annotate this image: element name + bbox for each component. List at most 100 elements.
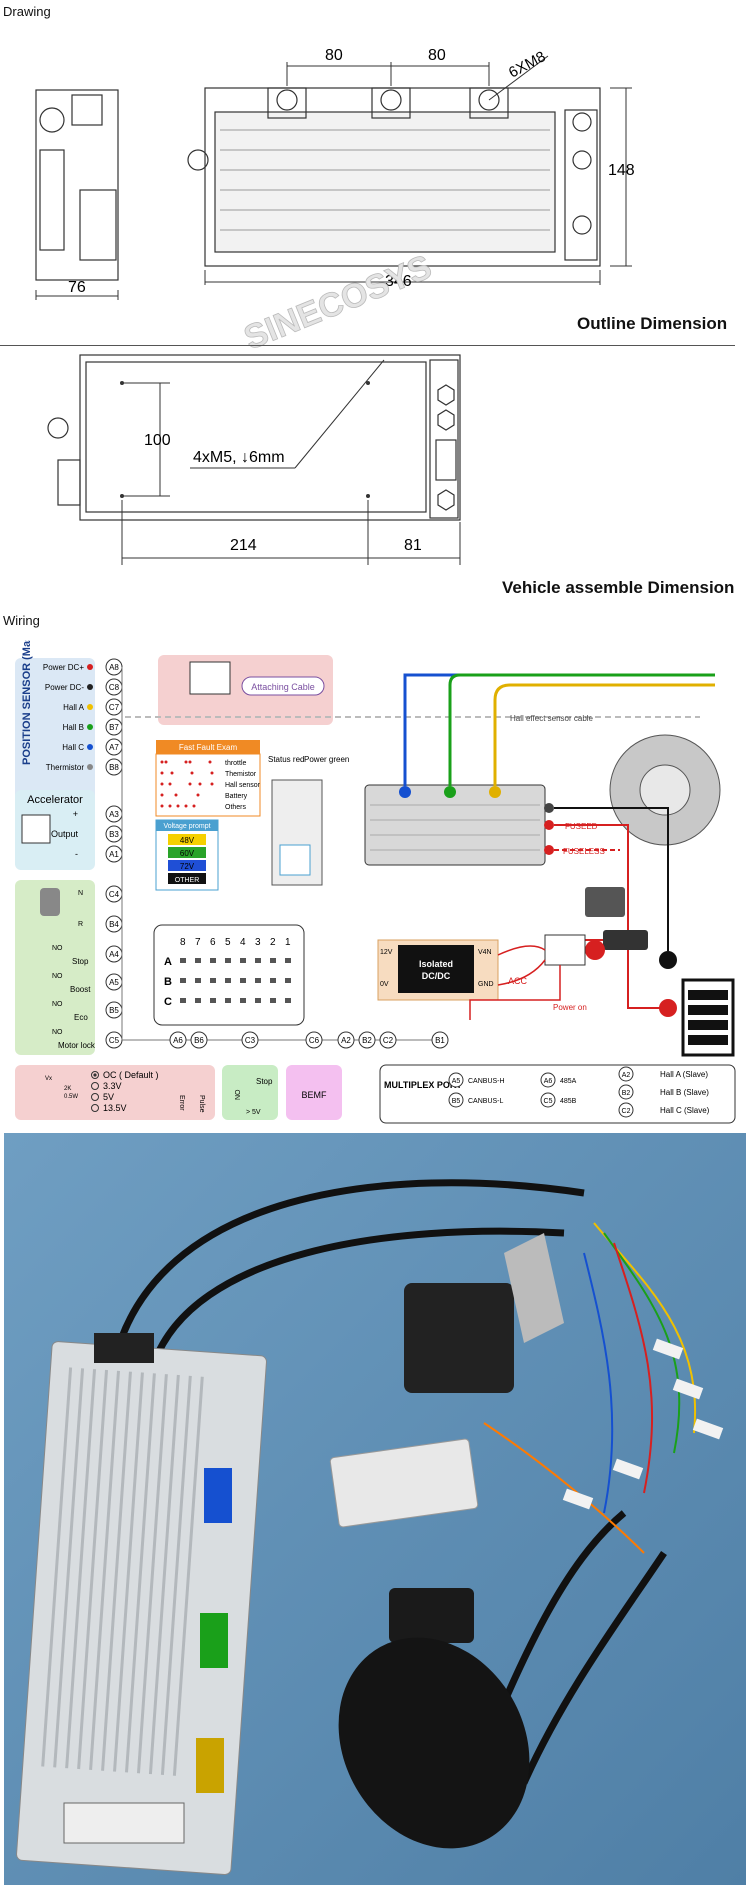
dim-side-width: 76 xyxy=(68,279,86,296)
pin-label: Output xyxy=(51,829,79,839)
connector-col: 2 xyxy=(270,937,276,948)
pin-circle xyxy=(190,1031,208,1049)
pin-code: A8 xyxy=(109,663,119,672)
pin-circle xyxy=(618,1066,634,1082)
voltage-title-bar xyxy=(156,820,218,831)
photo-controller xyxy=(16,1333,267,1875)
voltage-72 xyxy=(168,860,206,871)
voltage-title: Voltage prompt xyxy=(163,823,210,830)
connector-cols: 8 7 6 5 4 3 2 1 xyxy=(180,937,291,948)
switch-sub: NO xyxy=(52,973,63,980)
mux-label: Hall A (Slave) xyxy=(660,1070,708,1079)
pin-code: B4 xyxy=(109,920,119,929)
switch-sub: R xyxy=(78,921,83,928)
pin-code: C3 xyxy=(245,1036,256,1045)
pin-code: C6 xyxy=(309,1036,320,1045)
pin-code: B2 xyxy=(362,1036,372,1045)
side-view xyxy=(35,89,119,281)
pin-code: A7 xyxy=(109,743,119,752)
signal-option: 13.5V xyxy=(103,1103,127,1113)
pin-label: Hall A xyxy=(63,703,85,712)
photo-motor-encoder xyxy=(404,1283,514,1393)
pin-circle xyxy=(358,1031,376,1049)
terminal-u xyxy=(399,786,411,798)
power-label: Power green xyxy=(304,755,349,764)
connector-col: 7 xyxy=(195,937,201,948)
pin-label: + xyxy=(73,809,78,819)
wire-yellow xyxy=(493,683,715,786)
power-on-label: Power on xyxy=(553,1003,587,1012)
connector-col: 5 xyxy=(225,937,231,948)
wire-green xyxy=(448,673,715,786)
pin-code: A4 xyxy=(109,950,119,959)
dcdc-line2: DC/DC xyxy=(422,971,451,981)
pin-row: Hall B B7 xyxy=(63,718,123,736)
pin-color-dot xyxy=(87,764,93,770)
battery-pos xyxy=(659,999,677,1017)
dim-214: 214 xyxy=(230,537,257,554)
computer-icon xyxy=(189,661,231,695)
dim-80b: 80 xyxy=(428,47,446,64)
option-radio[interactable] xyxy=(91,1104,99,1112)
pin-code: B5 xyxy=(109,1006,119,1015)
fault-item: Hall sensor xyxy=(225,782,261,789)
pin-circle xyxy=(241,1031,259,1049)
switch-group-box xyxy=(15,880,95,1055)
photo-pedal xyxy=(504,1233,564,1343)
pin-code: B1 xyxy=(435,1036,445,1045)
pin-circle xyxy=(305,1031,323,1049)
pin-code: C5 xyxy=(109,1036,120,1045)
connector-row: A xyxy=(164,956,172,968)
option-radio[interactable] xyxy=(91,1093,99,1101)
pin-code: A6 xyxy=(173,1036,183,1045)
option-radio[interactable] xyxy=(91,1071,99,1079)
accelerator-icon xyxy=(21,814,51,844)
fault-item: Battery xyxy=(225,793,248,800)
switch-sub: NO xyxy=(52,1029,63,1036)
pin-circle xyxy=(448,1072,464,1088)
connector-drawing xyxy=(153,924,305,1026)
status-label: Status red xyxy=(268,755,304,764)
acc-label: ACC xyxy=(508,976,528,986)
accelerator-pins: + A3 Output B3 - A1 xyxy=(51,805,123,863)
pin-code: A5 xyxy=(452,1078,461,1085)
fault-item: Others xyxy=(225,804,247,811)
accelerator-box xyxy=(15,790,95,870)
connector-col: 6 xyxy=(210,937,216,948)
switch-label: Stop xyxy=(72,957,89,966)
stop-label: Stop xyxy=(256,1077,273,1086)
signal-option: 5V xyxy=(103,1092,114,1102)
wiring-diagram: POSITION SENSOR (Master) Power DC+ A8 Po… xyxy=(15,640,736,1124)
pin-code: A3 xyxy=(109,810,119,819)
dcdc-body xyxy=(398,945,474,993)
assemble-title: Vehicle assemble Dimension xyxy=(502,578,735,597)
watermark: SINECOSYS xyxy=(239,248,437,350)
dim-height: 148 xyxy=(608,162,635,179)
motor-lock-switch xyxy=(585,887,625,917)
option-radio[interactable] xyxy=(91,1082,99,1090)
pin-row: Hall A C7 xyxy=(63,698,123,716)
connector-row: B xyxy=(164,976,172,988)
dim-81: 81 xyxy=(404,537,422,554)
voltage-60 xyxy=(168,847,206,858)
switch-sub: N xyxy=(78,890,83,897)
dim-v100: 100 xyxy=(144,432,171,449)
pin-circle xyxy=(431,1031,449,1049)
stop-5v: > 5V xyxy=(246,1109,261,1116)
pin-code: A5 xyxy=(109,978,119,987)
voltage-48 xyxy=(168,834,206,845)
pin-code: C5 xyxy=(544,1098,553,1105)
connector-col: 8 xyxy=(180,937,186,948)
pin-code: A1 xyxy=(109,850,119,859)
dcdc-v4n: V4N xyxy=(478,949,492,956)
assemble-drawing: 100 4xM5, ↓6mm 214 81 xyxy=(47,354,461,565)
emergency-switch xyxy=(585,940,605,960)
battery-neg xyxy=(659,951,677,969)
pin-code: C4 xyxy=(109,890,120,899)
accelerator-title: Accelerator xyxy=(27,794,83,806)
pin-code: B2 xyxy=(622,1090,631,1097)
hall-cable-label: Hall effect sensor cable xyxy=(510,714,594,723)
error-label: Error xyxy=(178,1095,185,1111)
outline-drawing: 76 80 80 6XM8 148 346 SINECOSYS xyxy=(35,47,635,350)
pin-label: - xyxy=(75,849,78,859)
